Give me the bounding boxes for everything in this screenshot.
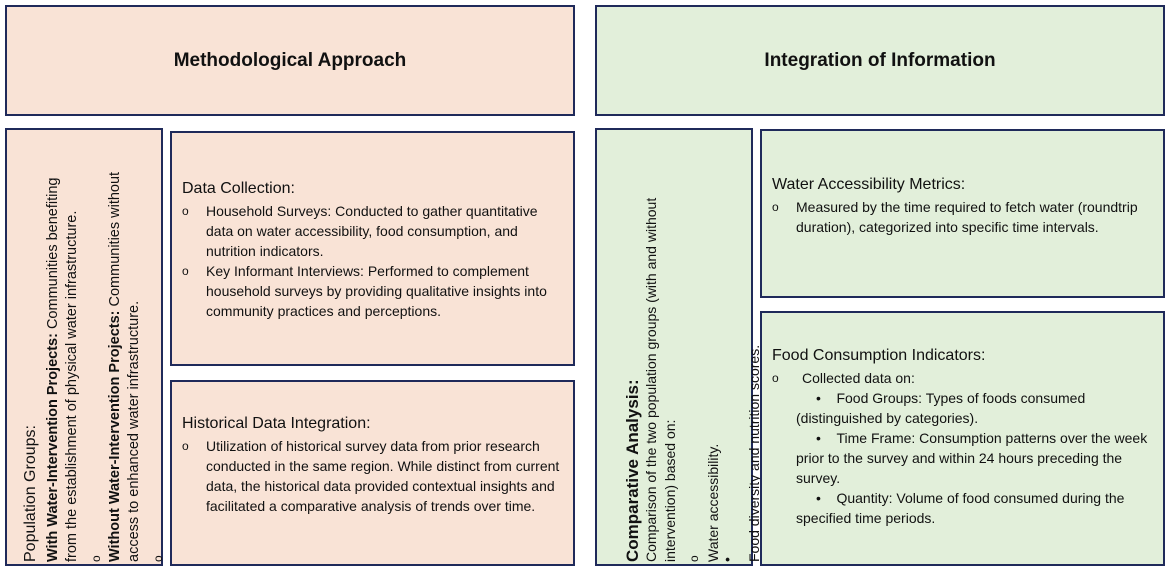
population-item: With Water-Intervention Projects: Commun… xyxy=(44,152,106,563)
population-item: Without Water-Intervention Projects: Com… xyxy=(106,152,168,562)
water-heading: Water Accessibility Metrics: xyxy=(772,176,966,193)
methodological-approach-header: Methodological Approach xyxy=(5,5,575,116)
header-title: Methodological Approach xyxy=(173,49,407,71)
food-indicators-box: Food Consumption Indicators: Collected d… xyxy=(760,311,1165,566)
list-item: Key Informant Interviews: Performed to c… xyxy=(182,261,563,321)
food-item: • Quantity: Volume of food consumed duri… xyxy=(796,490,1125,526)
list-item: Utilization of historical survey data fr… xyxy=(182,436,563,516)
integration-header: Integration of Information xyxy=(595,5,1165,116)
header-title: Integration of Information xyxy=(764,49,996,71)
population-heading: Population Groups: xyxy=(22,425,39,562)
data-collection-box: Data Collection: Household Surveys: Cond… xyxy=(170,131,575,366)
food-heading: Food Consumption Indicators: xyxy=(772,347,986,364)
list-item: Collected data on: xyxy=(772,368,1153,388)
population-groups-box: Population Groups: With Water-Interventi… xyxy=(5,128,163,566)
food-item: • Food Groups: Types of foods consumed (… xyxy=(796,390,1086,426)
food-item: • Time Frame: Consumption patterns over … xyxy=(796,430,1148,486)
list-item: Comparison of the two population groups … xyxy=(642,152,704,562)
list-item: Household Surveys: Conducted to gather q… xyxy=(182,201,563,261)
list-item: Water accessibility. xyxy=(704,152,745,562)
data-collection-heading: Data Collection: xyxy=(182,180,295,197)
list-item: Measured by the time required to fetch w… xyxy=(772,197,1153,237)
comparative-analysis-box: Comparative Analysis: Comparison of the … xyxy=(595,128,762,566)
historical-data-box: Historical Data Integration: Utilization… xyxy=(170,380,575,566)
water-metrics-box: Water Accessibility Metrics: Measured by… xyxy=(760,129,1165,298)
comparative-heading: Comparative Analysis: xyxy=(623,379,642,562)
historical-heading: Historical Data Integration: xyxy=(182,415,371,432)
